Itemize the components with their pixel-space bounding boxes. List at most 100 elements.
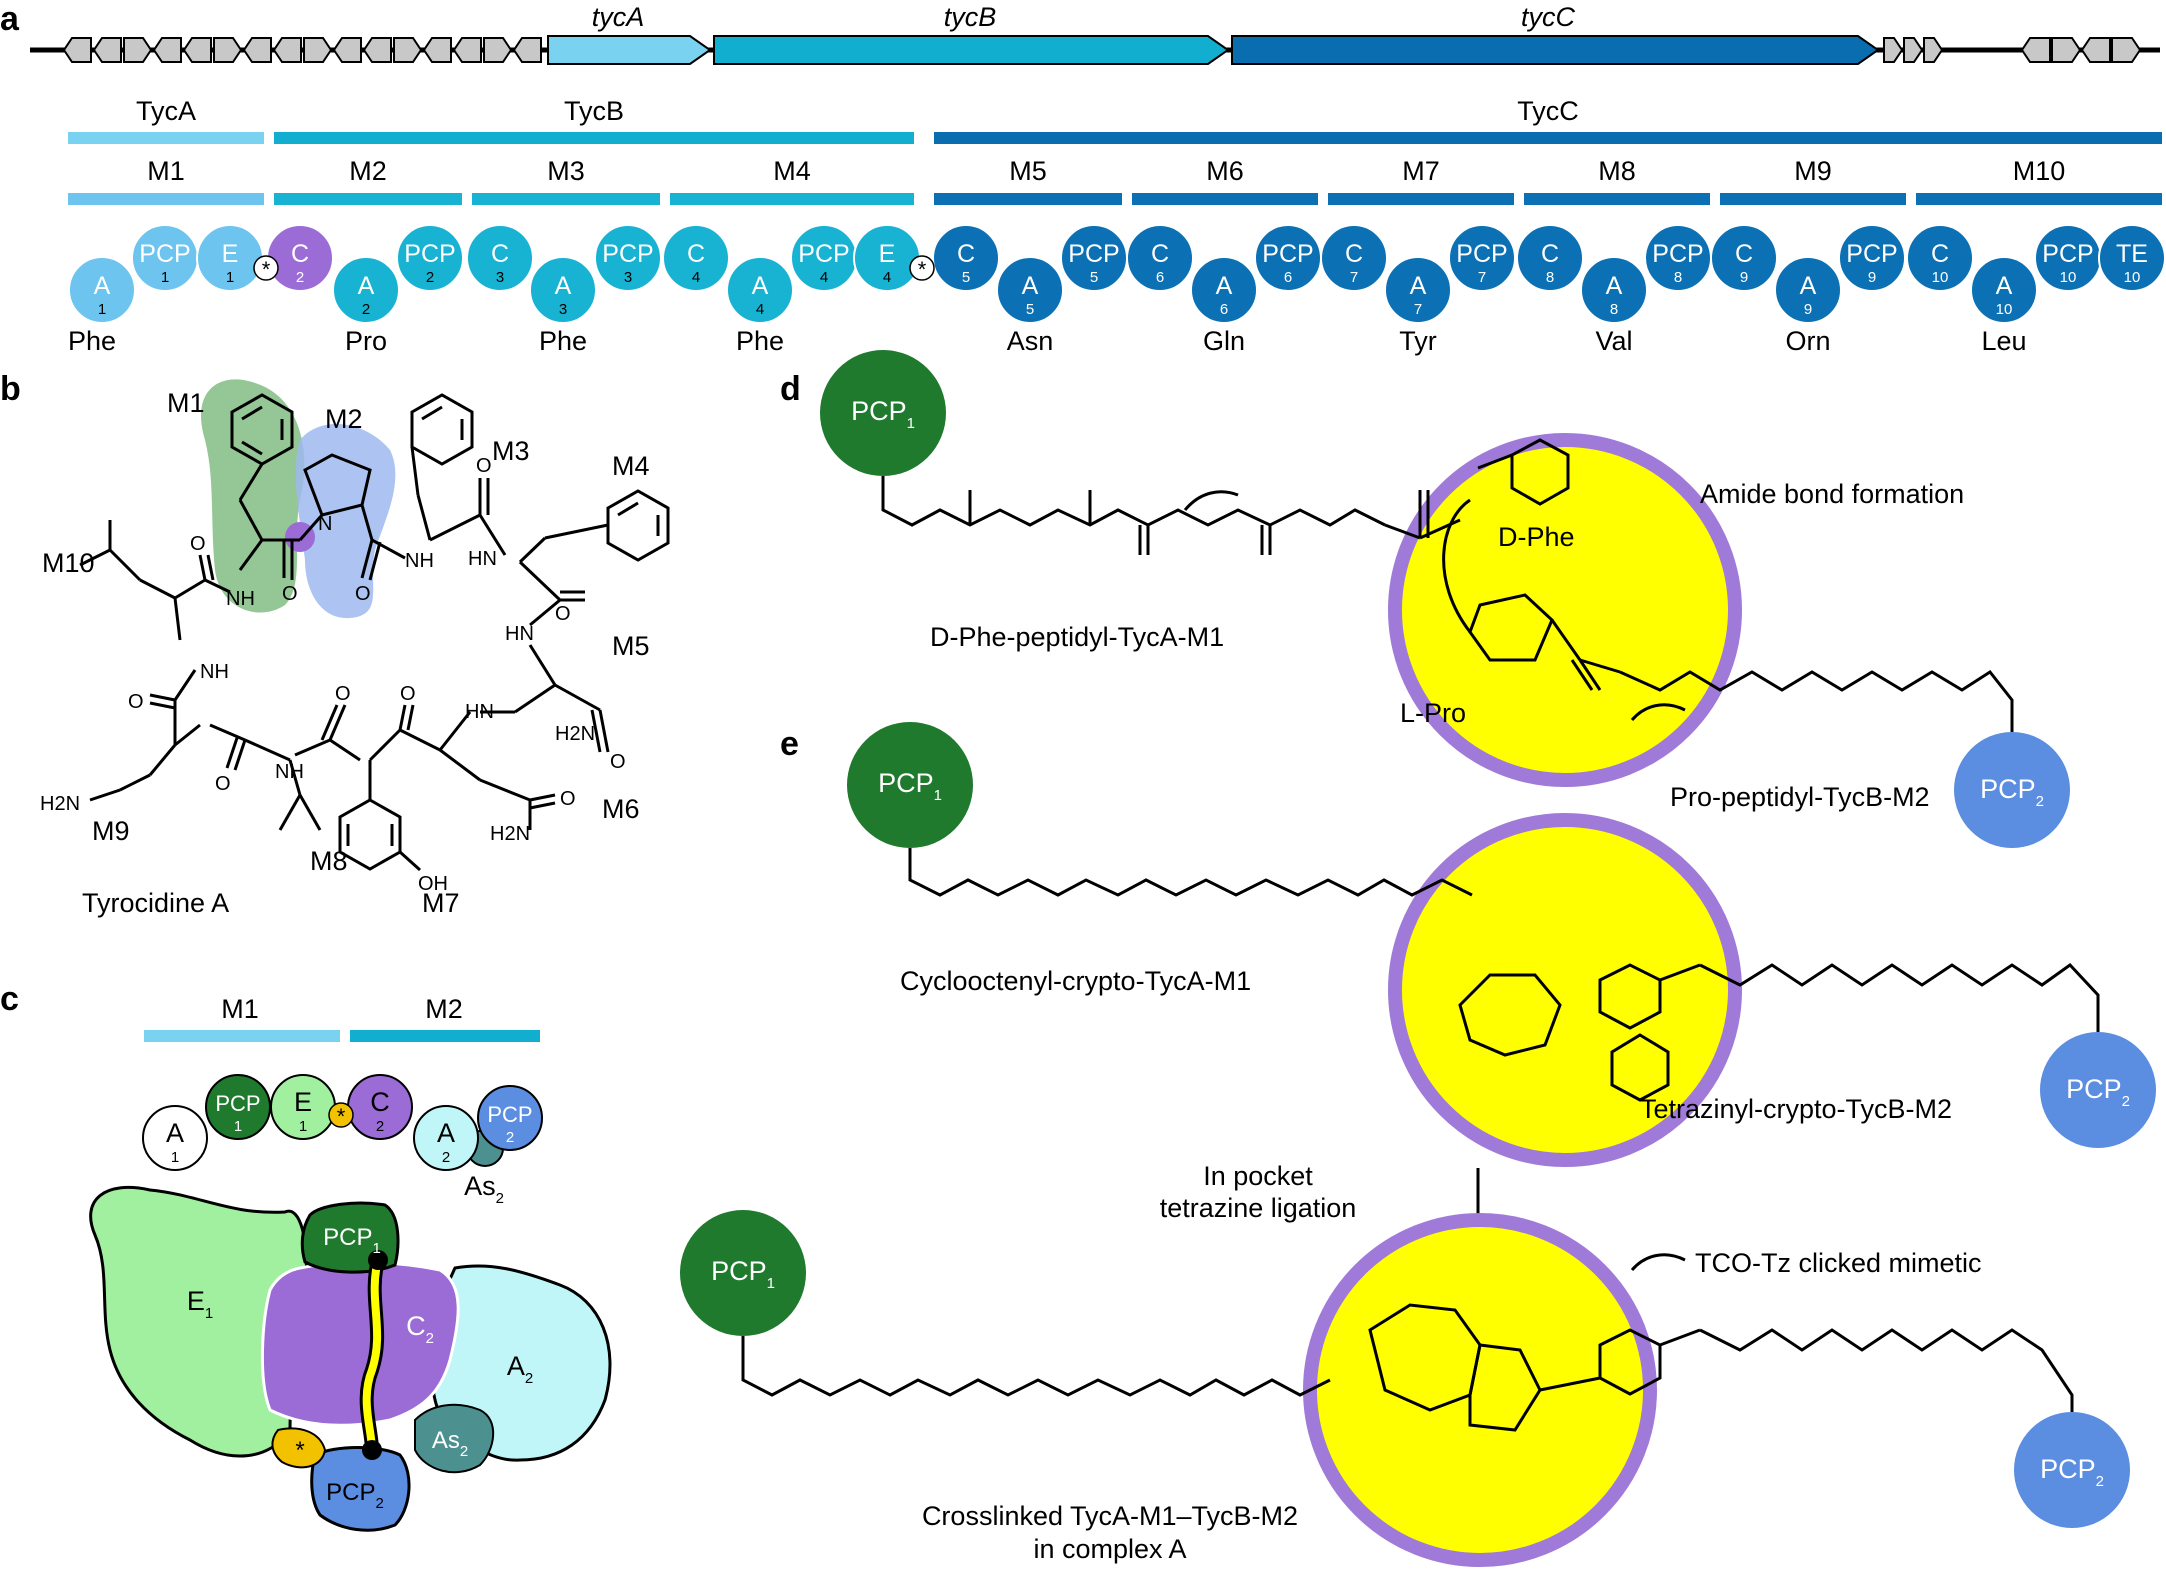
atom-H2N-asn: H2N xyxy=(555,723,595,745)
panel-e-pcp2-label: PCP2 xyxy=(2066,1074,2130,1110)
domain-C5 xyxy=(932,224,1000,292)
panel-c-cartoon: E1 A2 C2 PCP1 PCP2 As2 * xyxy=(89,1185,612,1532)
domain-label-C6: C xyxy=(1151,240,1169,268)
tyro-label-M5: M5 xyxy=(612,631,650,661)
cartoon-label-C2: C2 xyxy=(406,1311,434,1347)
domain-number-A3: 3 xyxy=(559,301,567,318)
domain-TE10 xyxy=(2098,224,2166,292)
panel-d-lpro-label: L-Pro xyxy=(1400,698,1466,728)
atom-NH-m3: NH xyxy=(405,550,434,572)
panel-c-domain-label-C2: C xyxy=(370,1087,390,1117)
module-bar-M8 xyxy=(1524,193,1710,205)
domain-number-A1: 1 xyxy=(98,301,106,318)
domain-C8 xyxy=(1516,224,1584,292)
panel-c-domain-number-E1: 1 xyxy=(299,1118,307,1135)
gene-arrow-left-10 xyxy=(362,37,392,63)
gene-label-tycB: tycB xyxy=(944,2,997,32)
tyro-label-M6: M6 xyxy=(602,794,640,824)
cartoon-label-E1: E1 xyxy=(187,1286,213,1322)
tyrocidine-atom-labels: N NH NH HN HN HN NH NH O O O O O O O O O… xyxy=(40,455,626,895)
module-label-M7: M7 xyxy=(1402,156,1440,186)
cartoon-label-PCP1: PCP1 xyxy=(323,1224,381,1257)
atom-O-m4: O xyxy=(555,603,571,625)
atom-NH-m10: NH xyxy=(200,661,229,683)
tyro-label-M3: M3 xyxy=(492,436,530,466)
panel-c-domain-label-PCP1: PCP xyxy=(215,1091,260,1116)
substrate-label-7: Val xyxy=(1595,326,1632,356)
gene-tycC-arrow xyxy=(1231,35,1880,65)
domain-A8 xyxy=(1580,256,1648,324)
gene-arrow-left-8 xyxy=(303,37,333,63)
domain-number-A4: 4 xyxy=(756,301,764,318)
atom-NH-m8: NH xyxy=(275,761,304,783)
domain-number-C7: 7 xyxy=(1350,269,1358,286)
substrate-label-3: Phe xyxy=(736,326,784,356)
panel-c-domain-number-A2: 2 xyxy=(442,1149,450,1166)
tyrocidine-title: Tyrocidine A xyxy=(82,888,229,918)
epimerase-star-0: * xyxy=(262,257,271,282)
domain-number-A6: 6 xyxy=(1220,301,1228,318)
domain-label-A10: A xyxy=(1996,272,2013,300)
panel-e-arrow-label-2: tetrazine ligation xyxy=(1160,1193,1357,1223)
panel-c-bar-M1 xyxy=(144,1030,340,1042)
domain-label-C8: C xyxy=(1541,240,1559,268)
product-caption-2: in complex A xyxy=(1033,1534,1186,1564)
substrate-label-8: Orn xyxy=(1785,326,1830,356)
domain-label-C7: C xyxy=(1345,240,1363,268)
domain-C9 xyxy=(1710,224,1778,292)
gene-arrow-left-15 xyxy=(512,37,542,63)
domain-A9 xyxy=(1774,256,1842,324)
domain-number-E4: 4 xyxy=(883,269,891,286)
domain-label-A7: A xyxy=(1410,272,1427,300)
domain-number-PCP3: 3 xyxy=(624,269,632,286)
gene-arrow-left-3 xyxy=(152,37,182,63)
domain-A6 xyxy=(1190,256,1258,324)
panel-c-As2-number: 2 xyxy=(496,1190,504,1207)
product-pcp1-circle xyxy=(680,1210,806,1336)
module-label-M8: M8 xyxy=(1598,156,1636,186)
domain-A5 xyxy=(996,256,1064,324)
domain-label-A5: A xyxy=(1022,272,1039,300)
module-bar-M2 xyxy=(274,193,462,205)
panel-letter-d: d xyxy=(780,370,801,408)
panel-d-pcp2-circle xyxy=(1954,732,2070,848)
domain-number-C4: 4 xyxy=(692,269,700,286)
panel-d-structures xyxy=(881,438,2014,732)
domain-label-PCP2: PCP xyxy=(404,240,455,268)
domain-number-PCP7: 7 xyxy=(1478,269,1486,286)
domain-A4 xyxy=(726,256,794,324)
domain-A7 xyxy=(1384,256,1452,324)
protein-bar-TycC xyxy=(934,132,2162,144)
substrate-label-6: Tyr xyxy=(1399,326,1437,356)
substrate-label-1: Pro xyxy=(345,326,387,356)
domain-number-A10: 10 xyxy=(1996,301,2013,318)
gene-tycB-arrow xyxy=(713,35,1230,65)
region-As2 xyxy=(414,1403,495,1474)
panel-c-domain-number-A1: 1 xyxy=(171,1149,179,1166)
panel-e-pcp1-label: PCP1 xyxy=(878,768,942,804)
tether-end-top xyxy=(368,1250,388,1270)
domain-number-A2: 2 xyxy=(362,301,370,318)
domain-label-A3: A xyxy=(555,272,572,300)
panel-e-arrow-label-1: In pocket xyxy=(1203,1161,1313,1191)
gene-arrow-right-1 xyxy=(1903,37,1924,63)
product-pcp1-label: PCP1 xyxy=(711,1256,775,1292)
domain-label-E1: E xyxy=(222,240,239,268)
module-bar-M5 xyxy=(934,193,1122,205)
panel-letter-a: a xyxy=(0,0,20,38)
protein-label-TycA: TycA xyxy=(136,96,196,126)
tyro-label-M10: M10 xyxy=(42,548,95,578)
domain-label-PCP5: PCP xyxy=(1068,240,1119,268)
gene-arrow-left-14 xyxy=(483,37,513,63)
module-label-M2: M2 xyxy=(349,156,387,186)
gene-arrow-left-13 xyxy=(452,37,482,63)
atom-NH-m1: NH xyxy=(226,588,255,610)
domain-number-A8: 8 xyxy=(1610,301,1618,318)
domain-label-A6: A xyxy=(1216,272,1233,300)
module-bar-M7 xyxy=(1328,193,1514,205)
domain-PCP3 xyxy=(594,224,662,292)
gene-arrow-left-9 xyxy=(332,37,362,63)
panel-e-left-caption: Cyclooctenyl-crypto-TycA-M1 xyxy=(900,966,1251,996)
atom-HN-m6: HN xyxy=(465,701,494,723)
